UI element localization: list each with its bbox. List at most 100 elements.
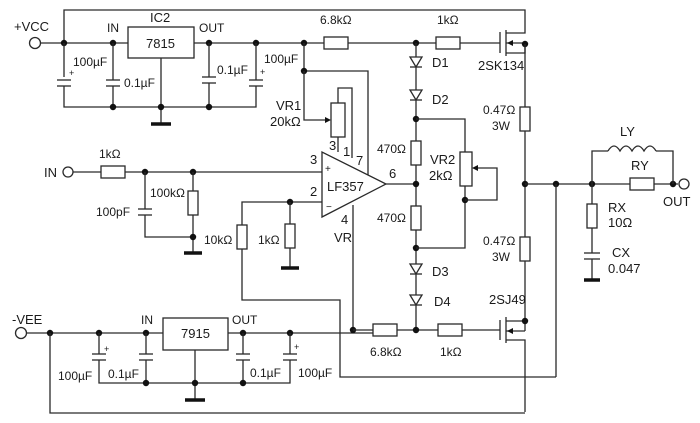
output-label: OUT	[663, 194, 691, 209]
resistor-6k8-bottom-value: 6.8kΩ	[370, 345, 402, 359]
resistor-0r47-lower	[519, 236, 531, 262]
resistor-6k8-top-value: 6.8kΩ	[320, 13, 352, 27]
vr1-value: 20kΩ	[270, 114, 301, 129]
resistor-470-lower	[410, 205, 422, 231]
inductor-ly	[607, 145, 657, 153]
ic-neg-in-label: IN	[141, 313, 153, 327]
diode-d1-label: D1	[432, 55, 449, 70]
input-label: IN	[44, 165, 57, 180]
resistor-100k-value: 100kΩ	[150, 186, 185, 200]
resistor-1k-input-value: 1kΩ	[99, 147, 121, 161]
cx-value: 0.047	[608, 261, 641, 276]
rx-ref: RX	[608, 200, 626, 215]
resistor-rx	[586, 203, 598, 229]
diode-d2-label: D2	[432, 92, 449, 107]
resistor-1k-bottom-gate-value: 1kΩ	[440, 345, 462, 359]
vcc-supply-section: +VCC IN 7815 IC2 OUT + 100µF 0.1µF	[14, 9, 526, 126]
opamp-pin-7: 7	[356, 153, 363, 168]
opamp-pin-6: 6	[389, 166, 396, 181]
vcc-terminal	[28, 36, 42, 50]
junction	[109, 103, 117, 111]
opamp-pin-offset-a: 3	[329, 138, 336, 153]
regulator-7815-ref: IC2	[150, 10, 170, 25]
resistor-0r47-upper	[519, 106, 531, 132]
junction	[189, 233, 197, 241]
bias-network: 470Ω 470Ω VR2 2kΩ D3 D4	[377, 118, 498, 330]
input-terminal	[62, 166, 74, 178]
regulator-7915	[162, 317, 229, 351]
resistor-1k-gain	[284, 223, 296, 249]
diode-d4	[408, 294, 424, 307]
vr1-section: VR1 20kΩ	[270, 43, 369, 175]
mosfet-2sk134-label: 2SK134	[478, 58, 524, 73]
cap-input-value: 100pF	[96, 205, 130, 219]
junction	[191, 379, 199, 387]
regulator-7915-part: 7915	[181, 326, 210, 341]
resistor-6k8-bottom	[372, 323, 398, 337]
diode-d1	[408, 56, 424, 69]
cap-vcc-out-bypass-value: 0.1µF	[217, 63, 248, 77]
junction	[412, 326, 420, 334]
resistor-0r47-upper-value: 0.47Ω	[483, 103, 515, 117]
opamp-pin-offset-b: 1	[343, 144, 350, 159]
junction	[142, 379, 150, 387]
junction	[521, 317, 529, 325]
resistor-470-upper	[410, 140, 422, 166]
resistor-ry	[629, 177, 655, 191]
vr1-ref: VR1	[276, 98, 301, 113]
ic-neg-out-label: OUT	[232, 313, 258, 327]
diode-d3-label: D3	[432, 264, 449, 279]
wire-feedback-to-output	[241, 249, 525, 378]
resistor-1k-top-gate	[435, 36, 461, 50]
wire-vee-to-source	[49, 333, 525, 414]
junction	[205, 103, 213, 111]
polarity-plus: +	[104, 344, 109, 354]
cap-vee-out-bypass-value: 0.1µF	[250, 366, 281, 380]
polarity-plus: +	[260, 67, 265, 77]
wire-ground-bus	[63, 86, 257, 108]
regulator-7815	[127, 26, 195, 59]
vee-terminal	[14, 326, 28, 340]
opamp-pin-3: 3	[310, 152, 317, 167]
junction	[239, 379, 247, 387]
cap-vcc-in-bulk-value: 100µF	[73, 55, 107, 69]
mosfet-2sk134	[499, 28, 529, 56]
vcc-label: +VCC	[14, 19, 49, 34]
cap-vcc-out-bulk-value: 100µF	[264, 52, 298, 66]
resistor-0r47-lower-value: 0.47Ω	[483, 234, 515, 248]
diode-d2	[408, 89, 424, 102]
resistor-6k8-top	[323, 36, 349, 50]
output-terminal	[678, 178, 690, 190]
resistor-10k-feedback	[236, 224, 248, 250]
opamp-vr-label: VR	[334, 230, 352, 245]
vee-supply-section: -VEE IN 7915 OUT + 100µF 0.1µF	[12, 312, 525, 414]
opamp-plus: +	[325, 164, 331, 175]
regulator-7815-part: 7815	[146, 36, 175, 51]
ry-ref: RY	[631, 158, 649, 173]
mosfet-2sj49-label: 2SJ49	[489, 292, 526, 307]
ic2-in-label: IN	[107, 21, 119, 35]
resistor-470-lower-value: 470Ω	[377, 211, 406, 225]
diode-d4-label: D4	[434, 294, 451, 309]
resistor-0r47-lower-power: 3W	[492, 250, 511, 264]
resistor-1k-top-gate-value: 1kΩ	[437, 13, 459, 27]
potentiometer-vr2	[459, 151, 473, 187]
cap-vee-in-bulk-value: 100µF	[58, 369, 92, 383]
cx-ref: CX	[612, 245, 630, 260]
cap-vee-out-bulk-value: 100µF	[298, 366, 332, 380]
ic2-out-label: OUT	[199, 21, 225, 35]
input-section: IN 1kΩ 100pF 100kΩ 10kΩ 1kΩ	[44, 147, 525, 378]
resistor-470-upper-value: 470Ω	[377, 142, 406, 156]
junction	[412, 180, 420, 188]
rx-value: 10Ω	[608, 215, 632, 230]
resistor-0r47-upper-power: 3W	[492, 119, 511, 133]
opamp-minus: −	[326, 202, 332, 213]
cap-vee-in-bypass-value: 0.1µF	[108, 367, 139, 381]
resistor-100k	[187, 190, 199, 216]
polarity-plus: +	[69, 68, 74, 78]
resistor-1k-input	[100, 165, 126, 179]
polarity-plus: +	[294, 342, 299, 352]
opamp-part: LF357	[327, 179, 364, 194]
output-stage: 0.47Ω 3W 0.47Ω 3W 2SJ49 RY OUT	[483, 44, 691, 412]
